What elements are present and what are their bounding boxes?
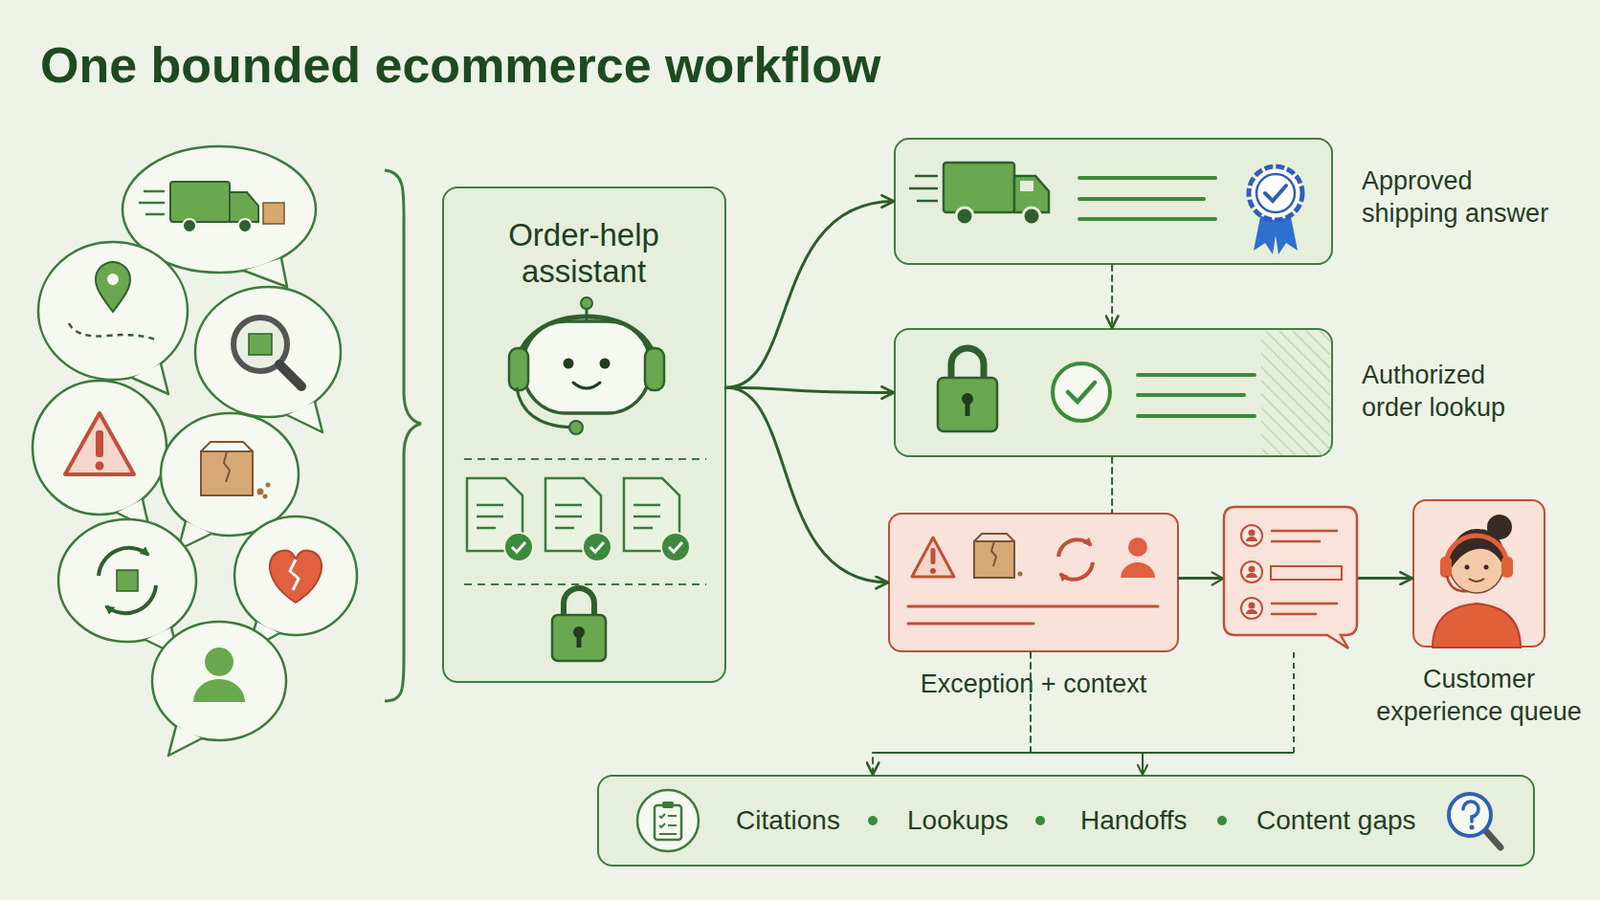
speech-bubble: [58, 519, 197, 643]
speech-bubble: [234, 516, 357, 636]
speech-bubble: [195, 287, 341, 418]
warning-dot: [95, 462, 105, 471]
truck-wheel: [182, 219, 197, 233]
context-card: [1223, 507, 1357, 649]
speed-line: [143, 190, 165, 194]
bubble-tail: [246, 622, 280, 652]
parcel-box: [248, 333, 272, 356]
damaged-box: [200, 451, 253, 496]
text-line: [1270, 602, 1338, 606]
person-head: [204, 647, 234, 677]
pin-hole: [107, 273, 119, 286]
speech-bubble: [152, 622, 287, 741]
metrics-band: Citations Lookups Handoffs Content gaps: [597, 775, 1535, 867]
person-avatar: [1241, 525, 1263, 547]
warning-mark: [95, 430, 104, 458]
speech-bubble: [122, 146, 316, 273]
return-arrow: [98, 548, 149, 577]
bubble-search: [195, 287, 341, 433]
dashed-connector: [1111, 265, 1113, 329]
node-label: Exception + context: [851, 667, 1216, 701]
text-line: [1270, 530, 1338, 534]
dashed-connector: [1111, 457, 1113, 513]
metric-label: Lookups: [907, 804, 1009, 838]
person-avatar: [1248, 602, 1256, 610]
speech-bubble: [38, 242, 188, 380]
arrow-head: [1211, 572, 1223, 586]
bubble-tail: [132, 363, 169, 395]
bubble-warning: [32, 380, 167, 530]
return-arrow: [106, 585, 156, 614]
handoff-card: [1211, 507, 1357, 649]
bubble-tail: [168, 726, 202, 756]
parcel-box: [263, 202, 285, 224]
metric-label: Content gaps: [1256, 804, 1417, 838]
speech-bubble: [160, 413, 299, 536]
exception-box: Exception + context: [888, 512, 1179, 653]
node-label: Approved shipping answer: [1361, 164, 1558, 230]
bubble-tail: [145, 627, 179, 657]
metric-label: Citations: [735, 804, 841, 838]
crumb: [257, 488, 265, 496]
person-avatar: [1241, 598, 1263, 620]
crumb: [263, 494, 268, 500]
diagram-title: One bounded ecommerce workflow: [40, 36, 881, 94]
box-crack: [200, 442, 253, 483]
flow-arrow: [726, 387, 889, 583]
flow-arrow: [726, 201, 894, 389]
heart-crack: [289, 559, 299, 591]
location-pin: [95, 262, 131, 312]
magnifier-handle: [279, 364, 302, 387]
bubble-tail: [177, 521, 212, 551]
text-line: [1270, 540, 1321, 544]
node-label: Authorized order lookup: [1361, 358, 1525, 424]
bubble-heart: [234, 516, 357, 652]
lookup-box: Authorized order lookup: [893, 328, 1334, 458]
node-label: Customer experience queue: [1366, 663, 1592, 729]
flow-arrow: [1178, 577, 1413, 580]
truck-cab: [229, 192, 259, 223]
merge-line: [872, 752, 1294, 755]
parcel-box: [116, 570, 138, 592]
metric-label: Handoffs: [1080, 804, 1188, 838]
person-avatar: [1248, 566, 1256, 574]
node-label: Order-help assistant: [463, 217, 705, 290]
answer-box: Approved shipping answer: [893, 137, 1334, 266]
person-avatar: [1241, 561, 1263, 583]
text-line: [1270, 613, 1317, 617]
person-avatar: [1245, 536, 1258, 542]
bubble-truck: [122, 146, 316, 288]
speed-line: [145, 213, 165, 217]
bubble-tail: [287, 401, 323, 433]
route-line: [68, 323, 156, 340]
bubble-damaged: [160, 413, 299, 551]
grouping-bracket: [384, 170, 422, 702]
speech-bubble: [32, 380, 167, 515]
person-avatar: [1248, 530, 1256, 537]
truck-wheel: [238, 219, 252, 233]
person-avatar: [1245, 609, 1258, 615]
speed-line: [138, 201, 165, 205]
feed-arrow: [1141, 753, 1144, 776]
bubble-tail: [244, 258, 288, 288]
person-body: [193, 679, 245, 703]
dashed-feed: [1292, 652, 1295, 754]
truck-cargo: [170, 181, 230, 223]
assistant-panel: Order-help assistant: [442, 186, 727, 684]
bubble-person: [152, 622, 287, 756]
bubble-tail: [116, 499, 150, 530]
magnifier-lens: [233, 317, 288, 372]
flow-arrow: [726, 387, 894, 393]
bubble-return: [58, 519, 197, 657]
bubble-location: [38, 242, 188, 395]
text-field: [1270, 566, 1342, 580]
broken-heart: [269, 550, 322, 603]
crumb: [266, 483, 271, 489]
queue-box: Customer experience queue: [1412, 499, 1546, 648]
person-avatar: [1245, 573, 1258, 578]
warning-triangle: [65, 413, 134, 475]
